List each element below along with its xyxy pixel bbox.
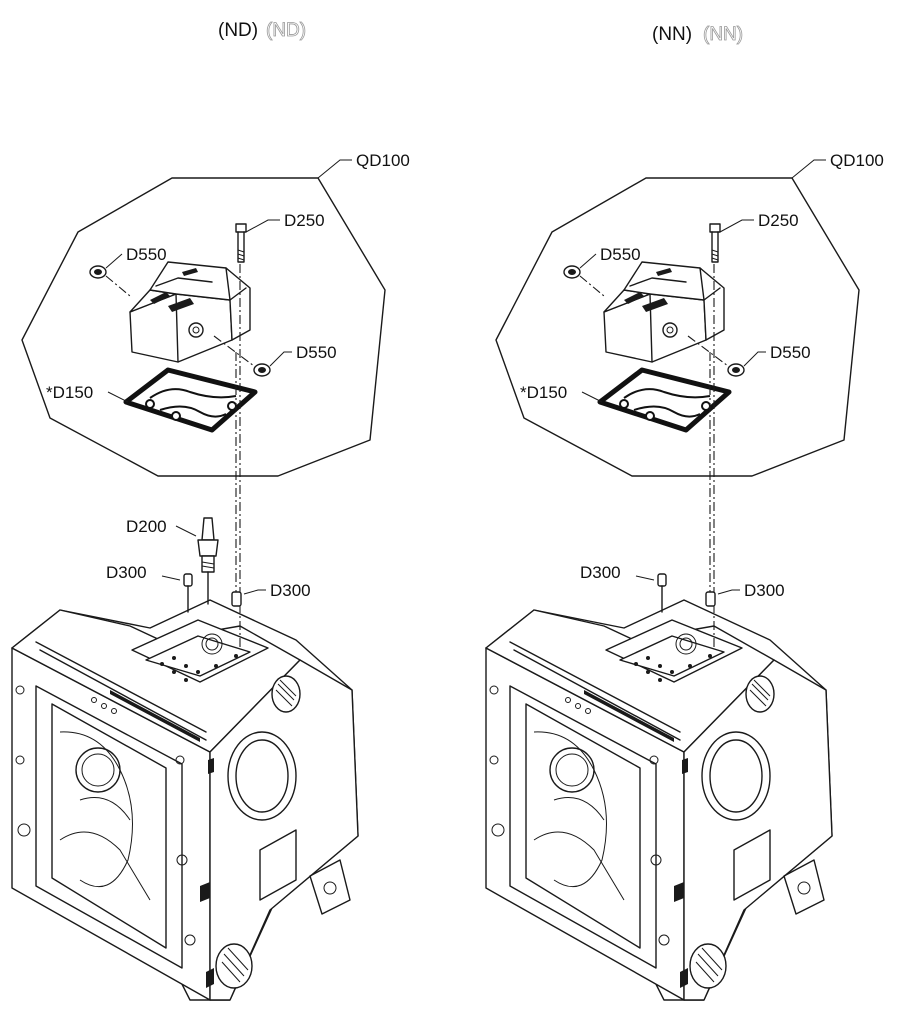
- valve-housing-drawing: [11, 599, 359, 1001]
- label-screw: D250: [284, 211, 325, 230]
- label-gasket: *D150: [46, 383, 93, 402]
- label-pin-left: D300: [106, 563, 147, 582]
- pin-right-drawing: [705, 589, 741, 607]
- label-kit: QD100: [830, 151, 884, 170]
- label-plug-upper: D550: [126, 245, 167, 264]
- label-kit: QD100: [356, 151, 410, 170]
- label-sensor: D200: [126, 517, 167, 536]
- sensor-drawing: [175, 517, 219, 605]
- label-gasket: *D150: [520, 383, 567, 402]
- solenoid-kit-drawing: [22, 160, 385, 650]
- label-plug-upper: D550: [600, 245, 641, 264]
- pin-right-drawing: [231, 589, 267, 607]
- label-plug-lower: D550: [296, 343, 337, 362]
- label-plug-lower: D550: [770, 343, 811, 362]
- label-pin-left: D300: [580, 563, 621, 582]
- pin-left-drawing: [635, 573, 667, 613]
- label-screw: D250: [758, 211, 799, 230]
- panel-nd: (ND) (ND) QD100 D250 D550 D550 *D150 D20…: [11, 20, 410, 1001]
- label-pin-right: D300: [744, 581, 785, 600]
- panel-title-main: (NN): [652, 24, 692, 45]
- label-pin-right: D300: [270, 581, 311, 600]
- panel-title-ghost: (ND): [266, 20, 306, 41]
- panel-nn: (NN) (NN) QD100 D250 D550 D550 *D150 D30…: [485, 24, 884, 1001]
- valve-housing-drawing: [485, 599, 833, 1001]
- panel-title-ghost: (NN): [703, 24, 743, 45]
- solenoid-kit-drawing: [496, 160, 859, 650]
- pin-left-drawing: [161, 573, 193, 613]
- panel-title-main: (ND): [218, 20, 258, 41]
